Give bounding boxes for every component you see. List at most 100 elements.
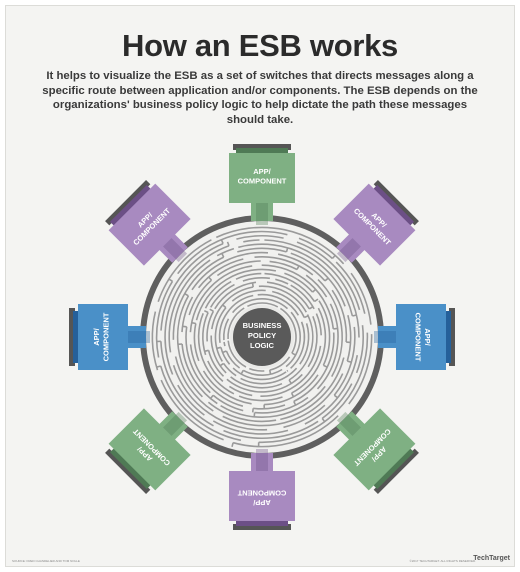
maze-path xyxy=(225,350,241,369)
maze-path xyxy=(261,264,335,329)
component-label-line: APP/ xyxy=(423,328,432,346)
maze-path xyxy=(216,260,261,277)
maze-path xyxy=(286,369,289,372)
maze-path xyxy=(160,379,224,441)
maze-path xyxy=(258,332,369,444)
maze-path xyxy=(227,307,245,340)
maze-path xyxy=(177,230,288,275)
component-body xyxy=(333,408,416,491)
component-connector-shade xyxy=(336,411,363,438)
component-body xyxy=(229,153,295,203)
maze-path xyxy=(172,365,268,431)
component-connector-shade xyxy=(256,201,268,225)
maze-path xyxy=(321,383,353,420)
maze-path xyxy=(195,268,277,321)
maze-path xyxy=(348,334,373,405)
maze-path xyxy=(202,312,209,356)
component-top-plate xyxy=(73,311,79,363)
component-back-plate xyxy=(373,448,419,494)
maze-path xyxy=(210,335,227,374)
maze-path xyxy=(242,277,271,282)
component-top-plate xyxy=(110,185,152,227)
maze-path xyxy=(293,332,335,403)
component-connector xyxy=(158,411,188,441)
source-note: SOURCE: FRED CHANDELIER AND TOM NOLLE xyxy=(12,559,80,563)
component-connector xyxy=(336,411,366,441)
maze-path xyxy=(228,385,253,397)
maze-path xyxy=(210,283,235,308)
maze-path xyxy=(223,341,226,347)
maze-path xyxy=(220,385,326,419)
component-top-plate xyxy=(372,185,414,227)
component-label-line: APP/ xyxy=(253,167,271,176)
app-component-bottom-left: APP/COMPONENT xyxy=(105,408,191,494)
maze-path xyxy=(211,286,254,330)
maze-path xyxy=(333,326,356,396)
component-body xyxy=(108,408,191,491)
maze-path xyxy=(214,281,257,310)
maze-path xyxy=(316,303,339,390)
maze-path xyxy=(215,226,345,265)
maze-path xyxy=(212,394,244,412)
app-component-top-left: APP/COMPONENT xyxy=(105,180,191,266)
maze-path xyxy=(266,281,310,310)
component-top-plate xyxy=(372,447,414,489)
hub-circle xyxy=(233,308,291,366)
copyright-note: ©2017 TECHTARGET. ALL RIGHTS RESERVED. xyxy=(409,559,476,563)
maze-path xyxy=(197,258,244,289)
component-body xyxy=(108,183,191,266)
component-group: APP/COMPONENTAPP/COMPONENTAPP/COMPONENTA… xyxy=(69,144,455,530)
app-component-bottom: APP/COMPONENT xyxy=(229,449,295,530)
maze-path xyxy=(235,272,262,280)
component-connector xyxy=(251,453,273,473)
maze-path xyxy=(185,326,211,394)
component-back-plate xyxy=(105,448,151,494)
maze-path xyxy=(240,367,298,385)
maze-path xyxy=(331,289,348,343)
component-label: APP/COMPONENT xyxy=(92,312,111,361)
maze-path xyxy=(242,368,283,376)
component-connector-shade xyxy=(161,236,188,263)
maze-connector xyxy=(203,309,209,314)
maze-path xyxy=(176,295,203,398)
maze-path xyxy=(254,396,309,414)
page-subtitle: It helps to visualize the ESB as a set o… xyxy=(42,70,478,126)
maze-switches xyxy=(146,221,378,453)
maze-path xyxy=(174,356,214,412)
maze-path xyxy=(290,321,306,369)
maze-connector xyxy=(296,265,300,270)
maze-path xyxy=(346,315,352,362)
maze-path xyxy=(305,274,328,298)
maze-path xyxy=(299,323,310,365)
maze-path xyxy=(279,307,297,354)
maze-path xyxy=(285,311,301,368)
maze-connector xyxy=(314,298,319,303)
maze-path xyxy=(258,285,307,313)
hub-label-line: POLICY xyxy=(248,331,276,340)
component-back-plate xyxy=(105,180,151,226)
maze-path xyxy=(254,256,314,276)
maze-path xyxy=(264,272,316,302)
maze-path xyxy=(227,340,247,368)
maze-path xyxy=(236,235,284,240)
maze-path xyxy=(172,256,225,340)
app-component-top: APP/COMPONENT xyxy=(229,144,295,225)
maze-path xyxy=(350,272,372,325)
maze-path xyxy=(197,313,235,395)
maze-path xyxy=(157,239,212,302)
maze-path xyxy=(280,357,345,421)
maze-path xyxy=(218,294,254,343)
maze-path xyxy=(269,356,291,371)
maze-path xyxy=(290,252,346,307)
component-label-line: COMPONENT xyxy=(237,489,286,498)
maze-path xyxy=(223,420,319,440)
component-body xyxy=(229,471,295,521)
maze-path xyxy=(189,344,244,407)
maze-path xyxy=(237,247,287,253)
component-label: APP/COMPONENT xyxy=(414,313,433,362)
component-connector-shade xyxy=(374,331,398,343)
maze-path xyxy=(249,367,265,372)
maze-path xyxy=(207,360,224,383)
